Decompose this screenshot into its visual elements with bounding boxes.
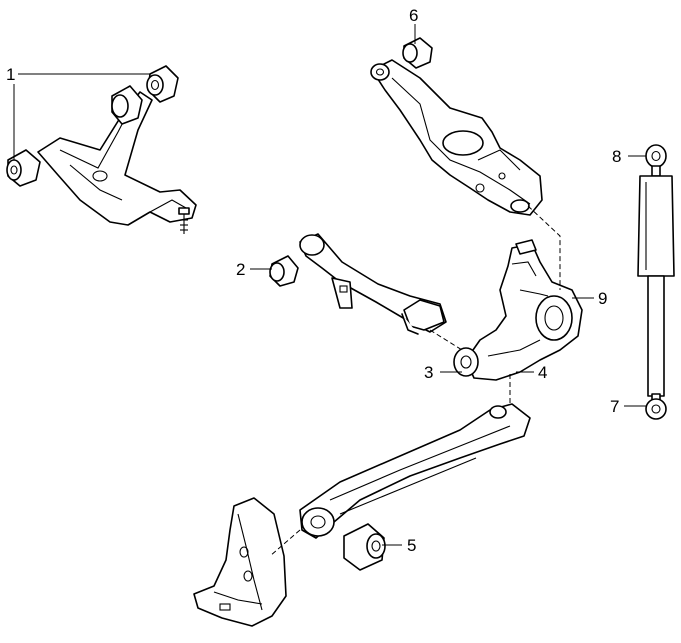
bushing-3 bbox=[453, 347, 479, 377]
rear-lower-arm bbox=[371, 59, 543, 216]
callout-3: 3 bbox=[424, 363, 433, 382]
arm-end-eye bbox=[370, 63, 390, 81]
bushing-5 bbox=[343, 523, 386, 571]
callout-4: 4 bbox=[538, 363, 547, 382]
shock-absorber bbox=[637, 144, 675, 420]
callout-1: 1 bbox=[6, 65, 15, 84]
callout-9: 9 bbox=[598, 289, 607, 308]
bushing-1-upper-b bbox=[146, 65, 179, 103]
bushing-1-upper-a bbox=[111, 85, 143, 125]
leader-lines bbox=[13, 24, 646, 546]
callout-5: 5 bbox=[407, 536, 416, 555]
callout-6: 6 bbox=[409, 6, 418, 25]
mounting-bracket bbox=[193, 497, 287, 627]
assembly-lines bbox=[269, 205, 561, 557]
callout-2: 2 bbox=[236, 260, 245, 279]
bushing-1-left bbox=[6, 149, 41, 187]
lateral-link bbox=[299, 233, 447, 335]
callout-8: 8 bbox=[612, 147, 621, 166]
lower-trailing-arm bbox=[299, 403, 531, 539]
rear-knuckle bbox=[465, 239, 583, 381]
bushing-2 bbox=[269, 255, 299, 287]
bushing-6 bbox=[402, 37, 433, 69]
callout-7: 7 bbox=[610, 397, 619, 416]
